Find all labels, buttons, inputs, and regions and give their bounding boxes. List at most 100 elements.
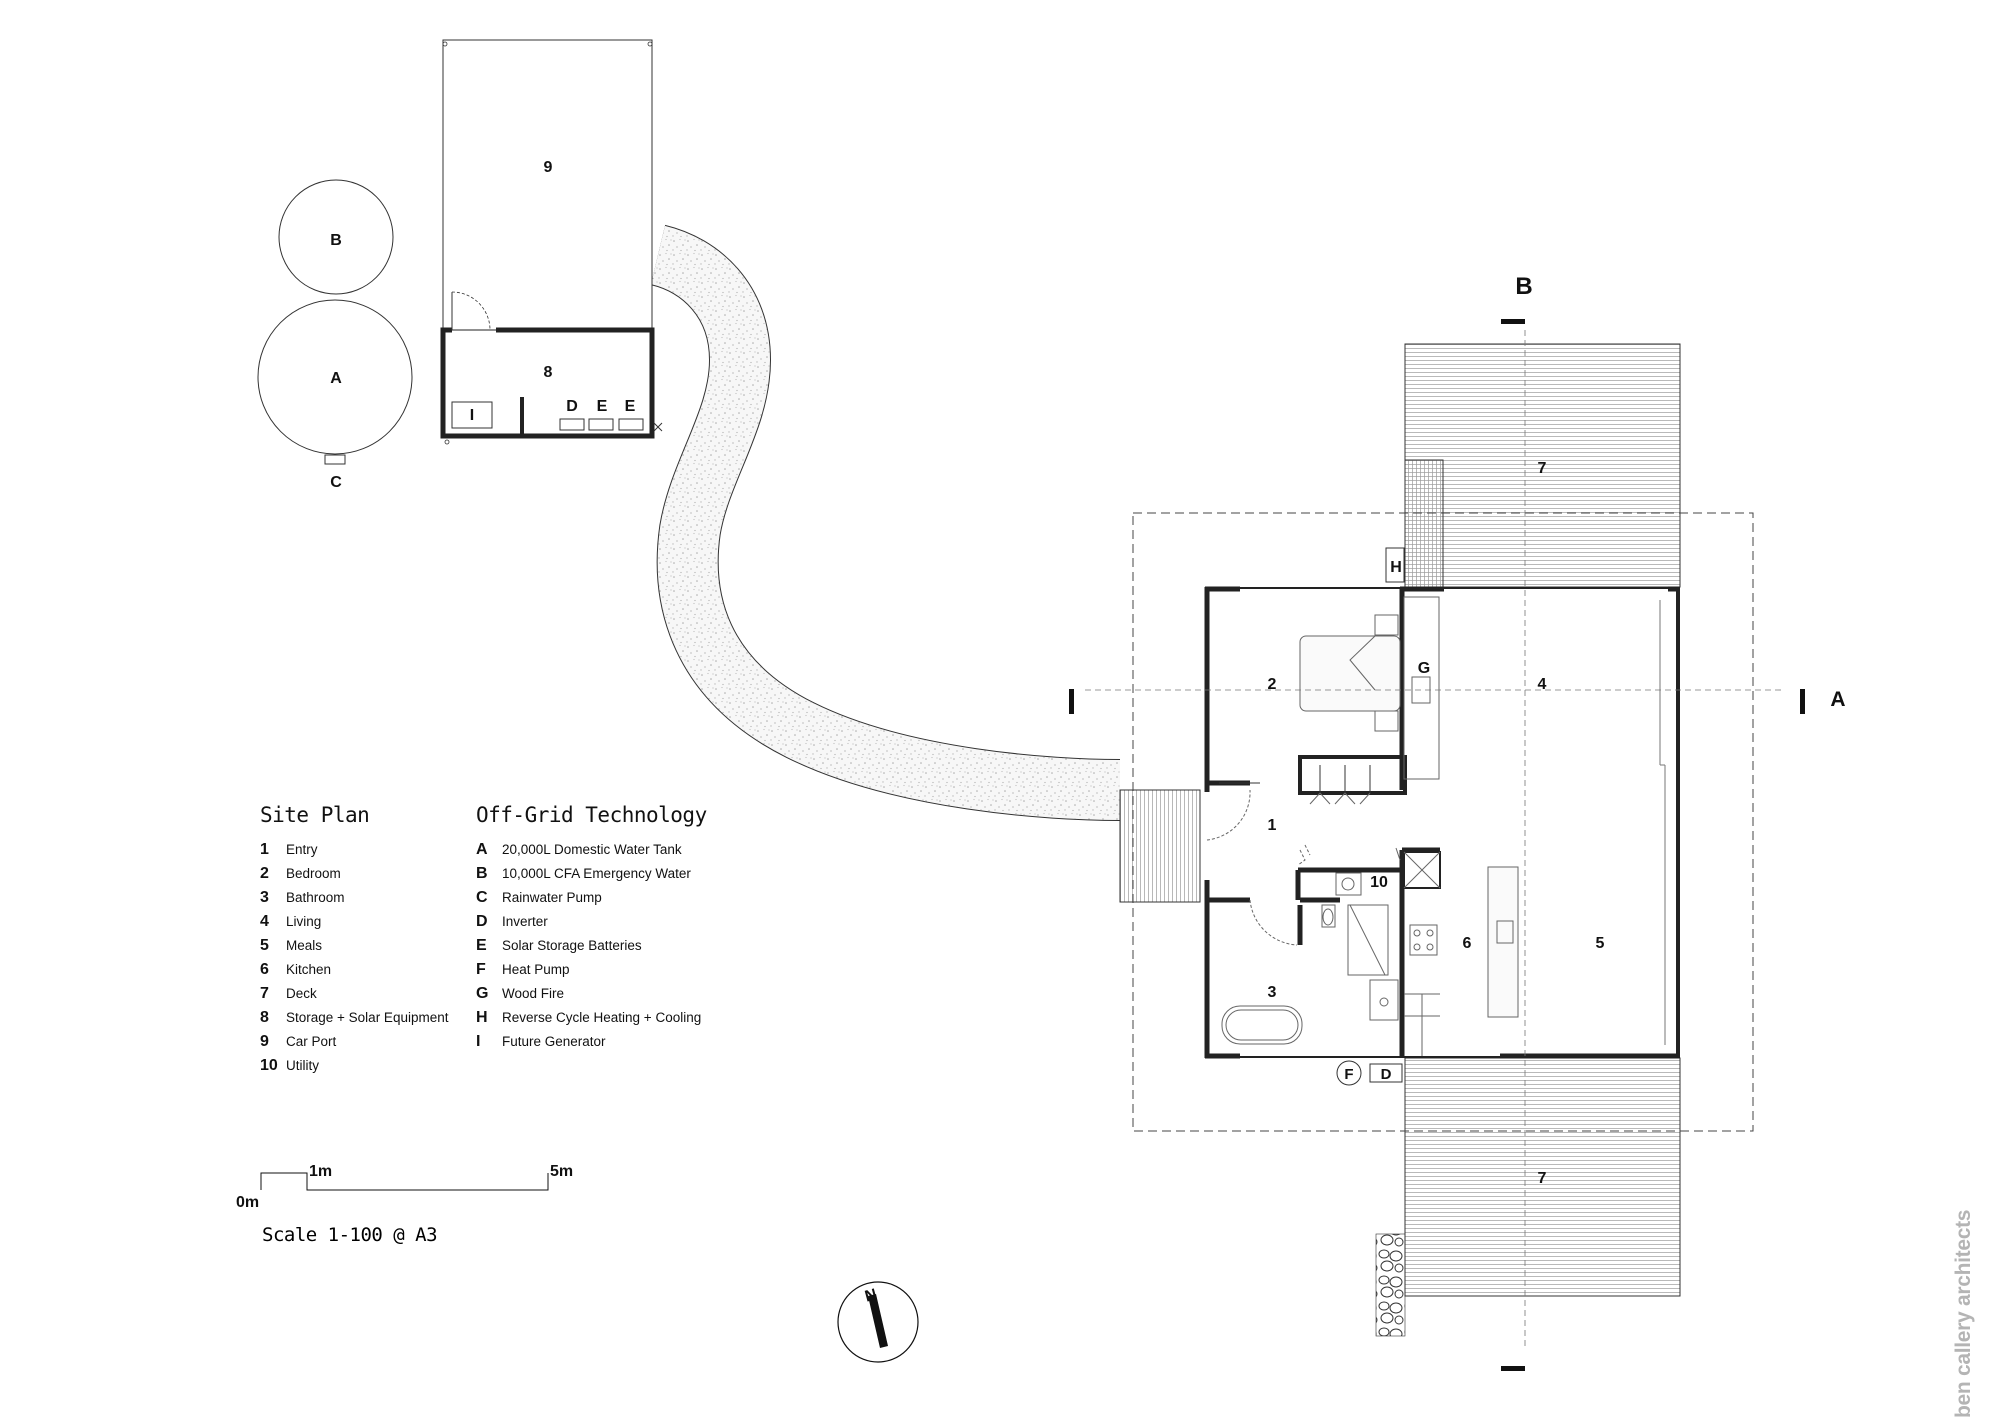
site-plan-item-key: 6 <box>260 961 269 978</box>
scale-label-0m: 0m <box>236 1194 259 1211</box>
roof-outline <box>1132 512 1754 1132</box>
site-plan-item-label: Car Port <box>286 1034 337 1049</box>
off-grid-item-key: I <box>476 1033 481 1050</box>
room-label-1: 1 <box>1268 817 1277 834</box>
off-grid-item-key: B <box>476 865 488 882</box>
equip-label-c: C <box>330 474 342 491</box>
inverter-house-symbol <box>1369 1063 1403 1083</box>
equip-label-d-shed: D <box>566 398 578 415</box>
architect-credit: ben callery architects <box>1952 1209 1975 1418</box>
site-plan-item-label: Utility <box>286 1058 319 1073</box>
off-grid-legend: Off-Grid Technology A 20,000L Domestic Wa… <box>476 803 707 1057</box>
off-grid-item-key: A <box>476 841 488 858</box>
off-grid-title: Off-Grid Technology <box>476 803 707 827</box>
equip-label-i: I <box>470 407 474 424</box>
equip-label-b: B <box>330 232 342 249</box>
equip-label-g: G <box>1418 660 1430 677</box>
site-plan-item-label: Deck <box>286 986 317 1001</box>
site-plan-title: Site Plan <box>260 803 370 827</box>
stone-wall <box>1375 1233 1406 1337</box>
site-plan-item-key: 8 <box>260 1009 269 1026</box>
site-plan-item: 1 Entry <box>260 841 448 865</box>
deck-north <box>1404 343 1681 588</box>
off-grid-item-label: Inverter <box>502 914 548 929</box>
deck-south <box>1404 1057 1681 1297</box>
site-plan-item: 9 Car Port <box>260 1033 448 1057</box>
off-grid-item-key: D <box>476 913 488 930</box>
section-marker-a: A <box>1830 688 1845 711</box>
site-plan-item-key: 4 <box>260 913 269 930</box>
room-label-3: 3 <box>1268 984 1277 1001</box>
scale-label-1m: 1m <box>309 1163 332 1180</box>
off-grid-item-label: Reverse Cycle Heating + Cooling <box>502 1010 702 1025</box>
site-plan-item: 5 Meals <box>260 937 448 961</box>
site-plan-item-key: 5 <box>260 937 269 954</box>
site-plan-item-label: Storage + Solar Equipment <box>286 1010 449 1025</box>
equip-label-d-house: D <box>1381 1066 1392 1083</box>
off-grid-item: E Solar Storage Batteries <box>476 937 707 961</box>
site-plan-item-key: 7 <box>260 985 269 1002</box>
scale-caption: Scale 1-100 @ A3 <box>262 1224 438 1246</box>
site-plan-item-label: Bathroom <box>286 890 345 905</box>
site-plan-item: 7 Deck <box>260 985 448 1009</box>
off-grid-item: C Rainwater Pump <box>476 889 707 913</box>
north-arrow-icon <box>837 1281 919 1363</box>
site-plan-item: 3 Bathroom <box>260 889 448 913</box>
section-marker-b: B <box>1515 273 1532 300</box>
off-grid-item: G Wood Fire <box>476 985 707 1009</box>
off-grid-item-label: Future Generator <box>502 1034 606 1049</box>
off-grid-item-label: 10,000L CFA Emergency Water <box>502 866 691 881</box>
off-grid-item-key: G <box>476 985 489 1002</box>
equip-label-e1-shed: E <box>597 398 608 415</box>
room-label-10: 10 <box>1370 874 1388 891</box>
off-grid-item-label: Solar Storage Batteries <box>502 938 642 953</box>
off-grid-item: F Heat Pump <box>476 961 707 985</box>
off-grid-item-label: 20,000L Domestic Water Tank <box>502 842 682 857</box>
room-label-7-north: 7 <box>1538 460 1547 477</box>
heat-pump-symbol <box>1336 1060 1362 1086</box>
equip-label-a: A <box>330 370 342 387</box>
off-grid-item: B 10,000L CFA Emergency Water <box>476 865 707 889</box>
reverse-cycle-unit <box>1385 547 1405 583</box>
off-grid-item-key: C <box>476 889 488 906</box>
off-grid-item-key: E <box>476 937 487 954</box>
storage-shed <box>440 291 663 445</box>
north-label: N <box>863 1286 879 1305</box>
driveway <box>649 224 1121 821</box>
interior-fittings <box>1206 596 1666 1056</box>
tank-a <box>257 299 413 455</box>
site-plan-item: 8 Storage + Solar Equipment <box>260 1009 448 1033</box>
site-plan-item-label: Kitchen <box>286 962 332 977</box>
room-label-2: 2 <box>1268 676 1277 693</box>
room-label-9: 9 <box>544 159 553 176</box>
off-grid-item-key: F <box>476 961 486 978</box>
off-grid-item: A 20,000L Domestic Water Tank <box>476 841 707 865</box>
site-plan-item-label: Bedroom <box>286 866 341 881</box>
rainwater-pump <box>324 454 346 465</box>
off-grid-item-label: Heat Pump <box>502 962 570 977</box>
off-grid-item-label: Rainwater Pump <box>502 890 602 905</box>
site-plan-item-label: Meals <box>286 938 323 953</box>
room-label-8: 8 <box>544 364 553 381</box>
house-walls <box>1204 586 1680 1059</box>
site-plan-item-label: Entry <box>286 842 318 857</box>
off-grid-item-key: H <box>476 1009 488 1026</box>
off-grid-item: H Reverse Cycle Heating + Cooling <box>476 1009 707 1033</box>
scale-bar <box>260 1172 549 1191</box>
equip-label-f: F <box>1344 1066 1353 1083</box>
site-plan-item-key: 1 <box>260 841 269 858</box>
site-plan-item-key: 3 <box>260 889 269 906</box>
off-grid-item: I Future Generator <box>476 1033 707 1057</box>
tank-b <box>278 179 394 295</box>
room-label-7-south: 7 <box>1538 1170 1547 1187</box>
room-label-5: 5 <box>1596 935 1605 952</box>
room-label-6: 6 <box>1463 935 1472 952</box>
site-plan-item-key: 9 <box>260 1033 269 1050</box>
off-grid-item-label: Wood Fire <box>502 986 565 1001</box>
scale-label-5m: 5m <box>550 1163 573 1180</box>
